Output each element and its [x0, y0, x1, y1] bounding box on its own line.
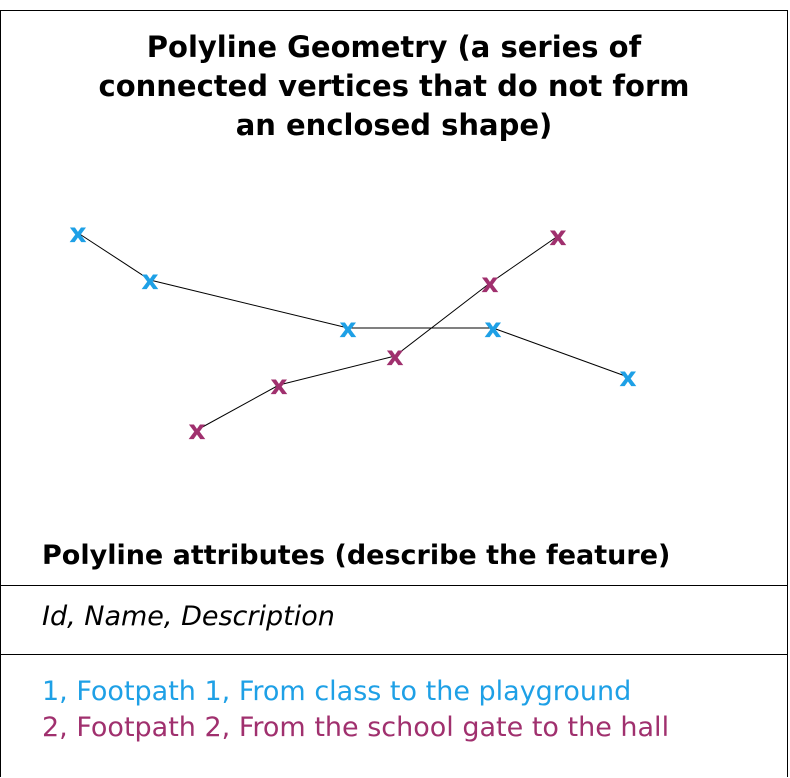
diagram-title: Polyline Geometry (a series of connected…	[0, 28, 788, 145]
attribute-record-2: 2, Footpath 2, From the school gate to t…	[42, 712, 670, 743]
vertex-icon: x	[619, 362, 636, 393]
vertex-icon: x	[69, 218, 86, 249]
vertex-icon: x	[141, 265, 158, 296]
vertex-icon: x	[188, 415, 205, 446]
polyline-feature-2	[196, 235, 559, 431]
vertex-icon: x	[484, 313, 501, 344]
vertex-icon: x	[549, 221, 566, 252]
divider	[0, 585, 788, 586]
divider	[0, 654, 788, 655]
diagram-frame	[0, 10, 788, 777]
polyline-feature-1	[77, 232, 629, 378]
vertex-icon: x	[339, 313, 356, 344]
title-line-2: connected vertices that do not form	[98, 69, 690, 103]
title-line-3: an enclosed shape)	[235, 108, 553, 142]
title-line-1: Polyline Geometry (a series of	[146, 30, 642, 64]
vertex-icon: x	[481, 268, 498, 299]
attributes-heading: Polyline attributes (describe the featur…	[42, 540, 671, 571]
attribute-fields: Id, Name, Description	[42, 601, 335, 632]
attribute-record-1: 1, Footpath 1, From class to the playgro…	[42, 676, 632, 707]
vertex-icon: x	[386, 341, 403, 372]
vertex-icon: x	[270, 370, 287, 401]
